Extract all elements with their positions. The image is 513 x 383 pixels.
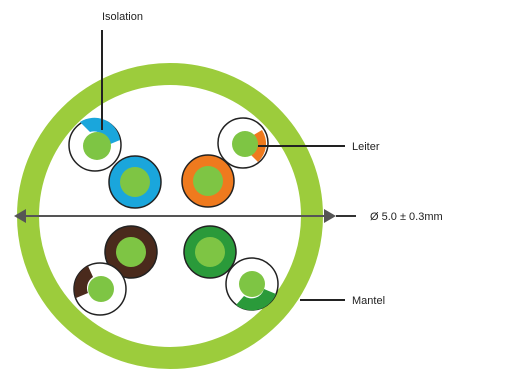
blue-stripe: [80, 117, 120, 145]
isolation-label: Isolation: [102, 11, 143, 23]
green-pair: [183, 225, 279, 311]
blue-pair-conductor-1: [83, 132, 111, 160]
orange-pair: [181, 117, 269, 208]
green-pair-conductor-2: [239, 271, 265, 297]
brown-pair-conductor-1: [116, 237, 146, 267]
diameter-arrow: [14, 209, 356, 223]
orange-pair-conductor-1: [232, 131, 258, 157]
arrowhead-right: [324, 209, 336, 223]
mantel-label: Mantel: [352, 295, 385, 307]
green-stripe: [236, 289, 276, 311]
brown-stripe: [74, 266, 93, 298]
brown-pair: [73, 225, 158, 316]
diameter-label: Ø 5.0 ± 0.3mm: [370, 211, 443, 223]
green-pair-conductor-1: [195, 237, 225, 267]
brown-pair-conductor-2: [88, 276, 114, 302]
orange-pair-conductor-2: [193, 166, 223, 196]
leiter-label: Leiter: [352, 141, 380, 153]
arrowhead-left: [14, 209, 26, 223]
blue-pair: [68, 117, 162, 209]
blue-pair-conductor-2: [120, 167, 150, 197]
